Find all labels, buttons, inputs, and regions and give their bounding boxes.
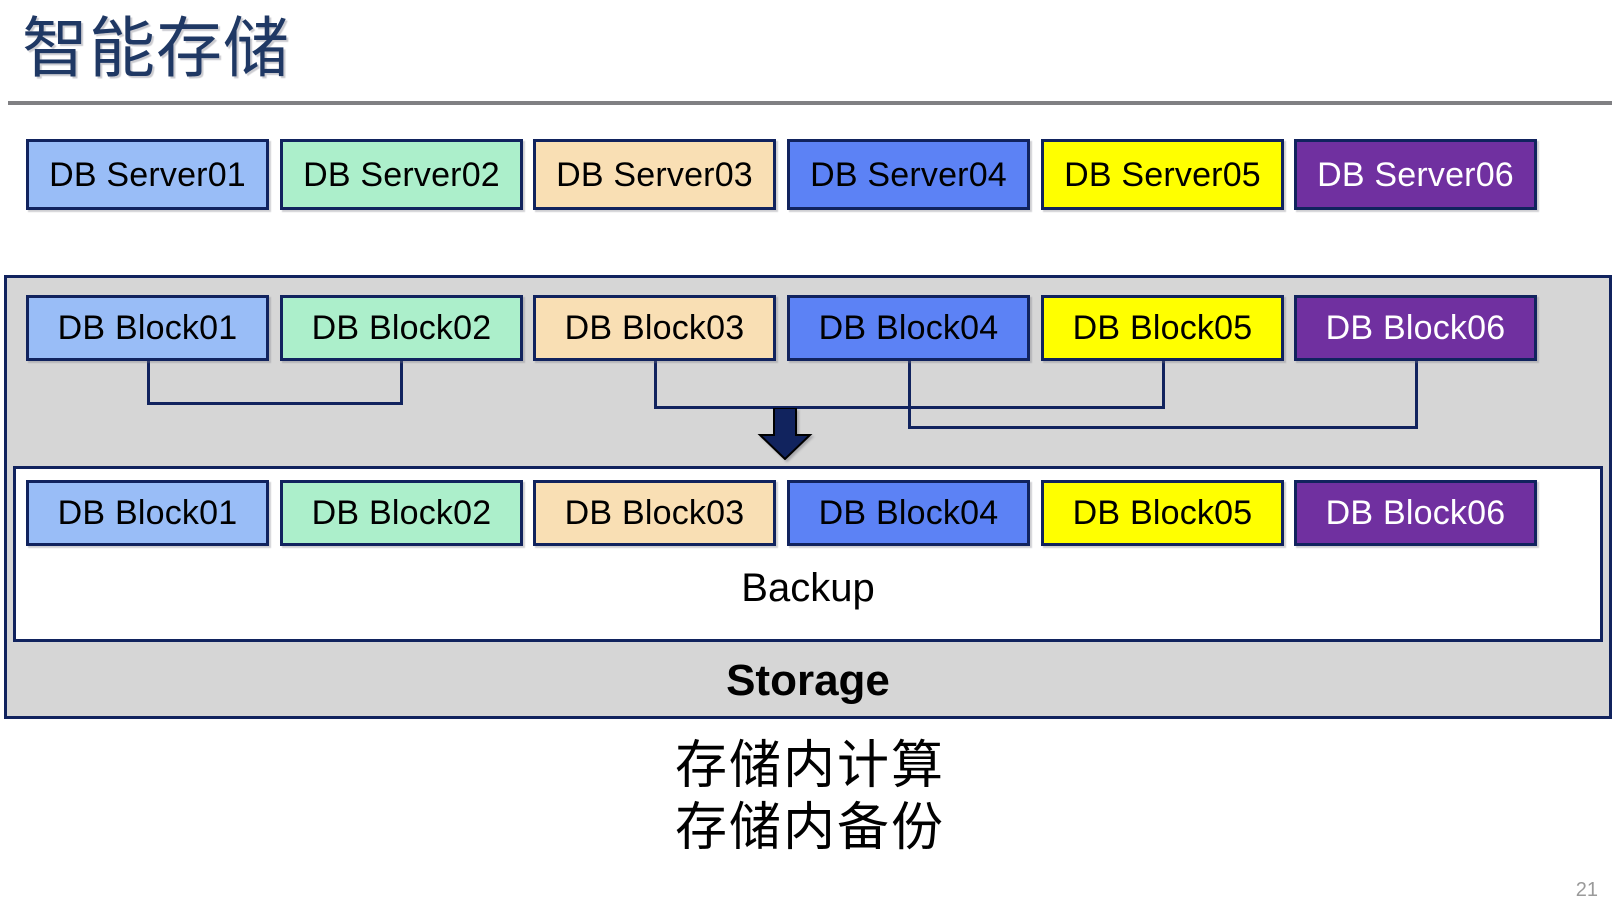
db-block-box-label: DB Block02 (311, 309, 492, 347)
connector-block01-02-join (147, 402, 403, 405)
page-title: 智能存储 (22, 11, 290, 85)
connector-block04-drop (908, 361, 911, 429)
db-block-backup-box-4[interactable]: DB Block04 (787, 480, 1030, 546)
db-block-box-label: DB Block01 (57, 309, 238, 347)
db-block-box-label: DB Block05 (1072, 309, 1253, 347)
bottom-captions: 存储内计算 存储内备份 (0, 735, 1620, 859)
connector-block04-06-join (908, 426, 1418, 429)
db-block-box-label: DB Block03 (564, 309, 745, 347)
connector-block06-drop (1415, 361, 1418, 429)
backup-label: Backup (741, 566, 875, 610)
db-server-box-6[interactable]: DB Server06 (1294, 139, 1537, 210)
caption-line-1: 存储内计算 (674, 737, 945, 795)
db-block-backup-box-6[interactable]: DB Block06 (1294, 480, 1537, 546)
db-block-box-label: DB Block04 (818, 309, 999, 347)
db-server-box-label: DB Server02 (303, 155, 500, 194)
db-server-box-1[interactable]: DB Server01 (26, 139, 269, 210)
db-server-box-2[interactable]: DB Server02 (280, 139, 523, 210)
db-block-backup-box-3[interactable]: DB Block03 (533, 480, 776, 546)
db-server-box-4[interactable]: DB Server04 (787, 139, 1030, 210)
title-divider (8, 101, 1612, 105)
db-block-backup-box-label: DB Block01 (57, 494, 238, 532)
db-block-backup-box-1[interactable]: DB Block01 (26, 480, 269, 546)
db-block-backup-box-5[interactable]: DB Block05 (1041, 480, 1284, 546)
connector-block05-drop (1162, 361, 1165, 409)
db-block-backup-box-label: DB Block05 (1072, 494, 1253, 532)
down-arrow-icon (757, 407, 813, 461)
db-block-backup-box-label: DB Block04 (818, 494, 999, 532)
db-block-backup-box-label: DB Block03 (564, 494, 745, 532)
db-block-box-2[interactable]: DB Block02 (280, 295, 523, 361)
db-block-box-label: DB Block06 (1325, 309, 1506, 347)
db-block-box-5[interactable]: DB Block05 (1041, 295, 1284, 361)
page-number: 21 (1575, 879, 1598, 901)
db-server-box-label: DB Server06 (1317, 155, 1514, 194)
db-server-box-label: DB Server05 (1064, 155, 1261, 194)
db-server-box-label: DB Server01 (49, 155, 246, 194)
db-block-backup-box-label: DB Block06 (1325, 494, 1506, 532)
db-block-backup-box-2[interactable]: DB Block02 (280, 480, 523, 546)
db-server-box-3[interactable]: DB Server03 (533, 139, 776, 210)
db-server-box-label: DB Server04 (810, 155, 1007, 194)
db-server-box-5[interactable]: DB Server05 (1041, 139, 1284, 210)
storage-label: Storage (726, 656, 890, 705)
caption-line-2: 存储内备份 (674, 799, 945, 857)
db-block-box-4[interactable]: DB Block04 (787, 295, 1030, 361)
db-block-box-1[interactable]: DB Block01 (26, 295, 269, 361)
db-block-box-6[interactable]: DB Block06 (1294, 295, 1537, 361)
connector-block01-drop (147, 361, 150, 405)
db-block-backup-box-label: DB Block02 (311, 494, 492, 532)
db-block-box-3[interactable]: DB Block03 (533, 295, 776, 361)
db-server-box-label: DB Server03 (556, 155, 753, 194)
connector-block02-drop (400, 361, 403, 405)
connector-block03-drop (654, 361, 657, 409)
